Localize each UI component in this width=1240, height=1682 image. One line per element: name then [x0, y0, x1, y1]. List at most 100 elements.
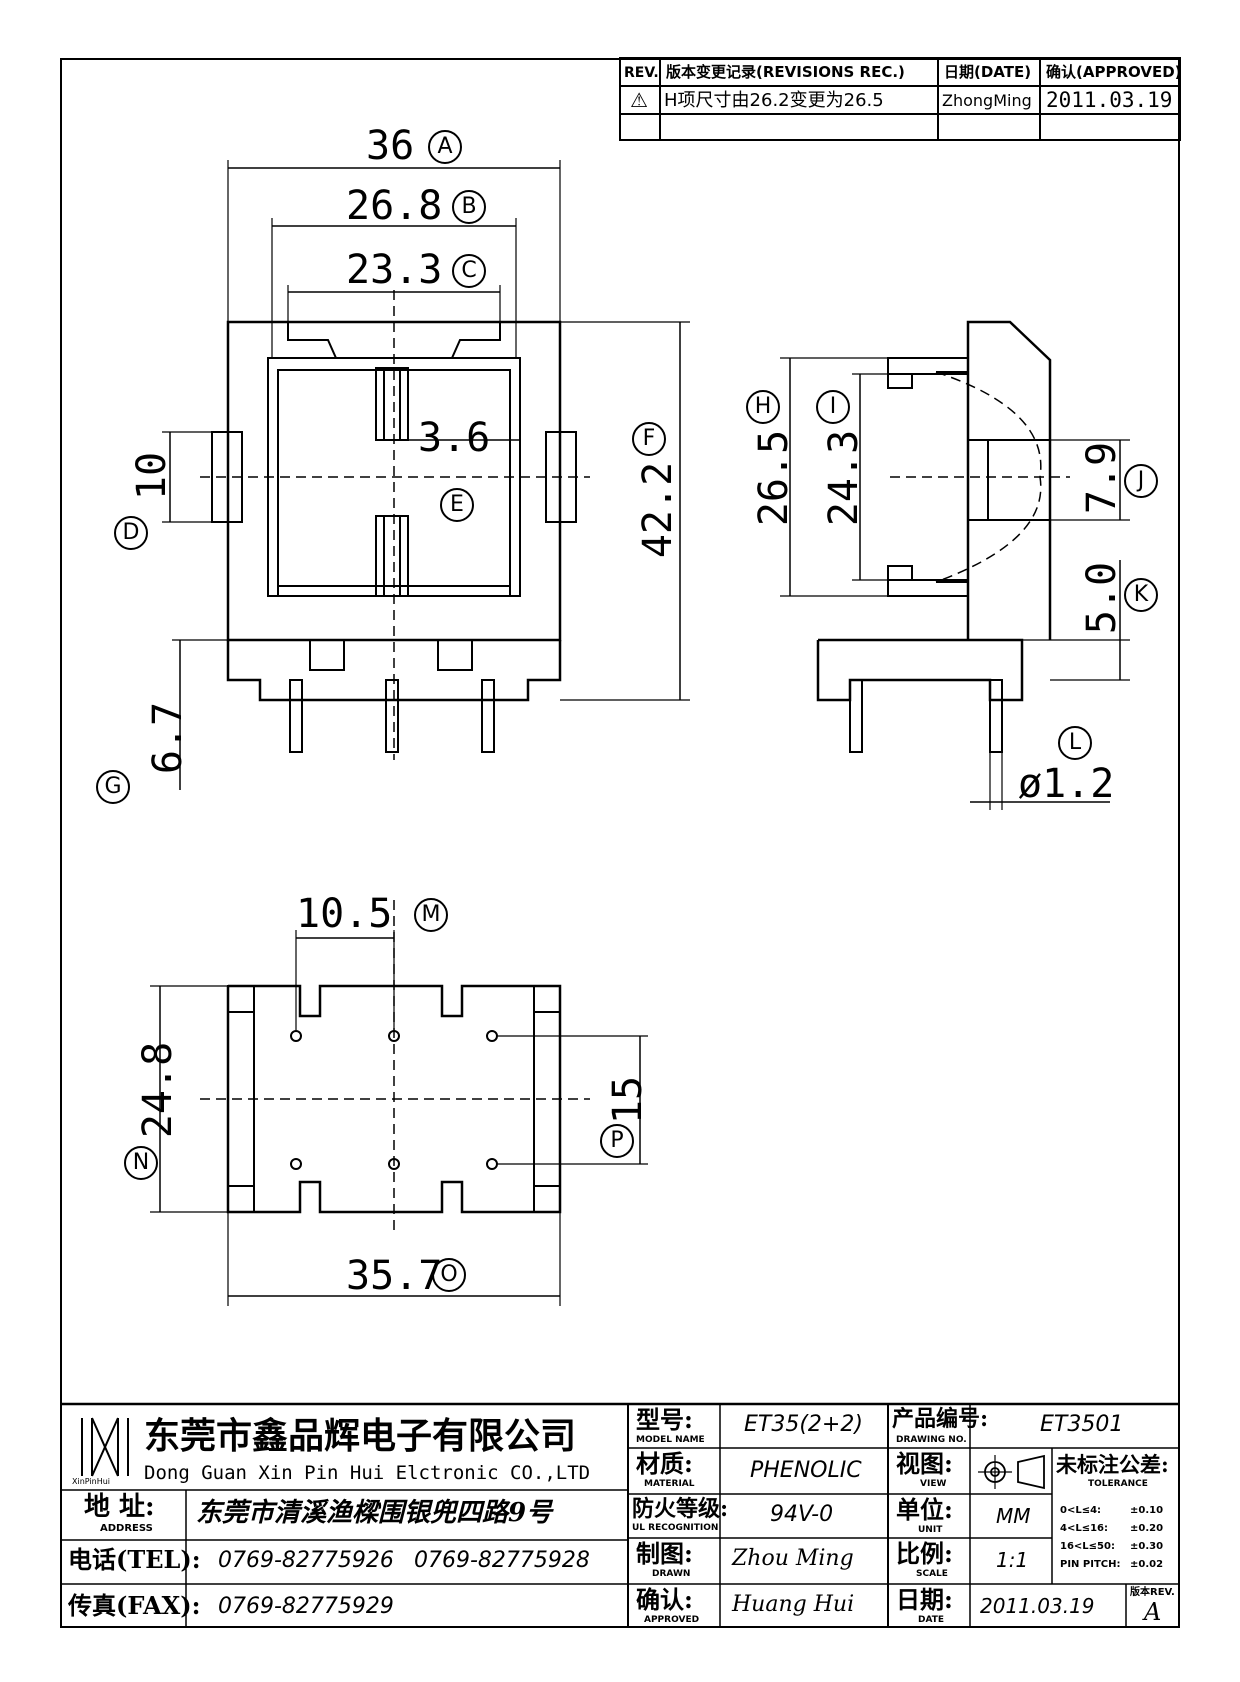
revision-record-text: H项尺寸由26.2变更为26.5 [664, 90, 884, 111]
dim-j-marker: J [1124, 464, 1158, 498]
revision-by: ZhongMing [942, 91, 1032, 110]
rev-label: 版本REV. [1130, 1587, 1175, 1598]
tolerance-range-4: PIN PITCH: [1060, 1559, 1121, 1570]
dim-d-value: 10 [129, 451, 176, 501]
dim-d-marker: D [114, 516, 148, 550]
dim-n-marker: N [124, 1146, 158, 1180]
date-label-en: DATE [918, 1615, 945, 1625]
material-value: PHENOLIC [750, 1458, 862, 1483]
projection-symbol-icon [978, 1454, 1045, 1490]
fax-number: 0769-82775929 [218, 1594, 394, 1619]
tolerance-value-4: ±0.02 [1130, 1559, 1164, 1570]
side-view [780, 320, 1130, 810]
drawn-value: Zhou Ming [732, 1546, 854, 1571]
dim-b-marker: B [452, 190, 486, 224]
bottom-view [150, 900, 648, 1306]
dim-a-marker: A [428, 130, 462, 164]
revision-date: 2011.03.19 [1046, 88, 1173, 112]
dim-b-value: 26.8 [346, 183, 443, 229]
dim-f-marker: F [632, 422, 666, 456]
unit-value: MM [996, 1504, 1031, 1528]
dim-h-marker: H [746, 390, 780, 424]
ul-value: 94V-0 [770, 1502, 834, 1527]
dim-l-marker: L [1058, 726, 1092, 760]
dim-k-value: 5.0 [1079, 561, 1126, 635]
revision-date-header: 日期(DATE) [944, 63, 1032, 81]
dim-c-marker: C [452, 254, 486, 288]
dim-g-marker: G [96, 770, 130, 804]
revision-warning-icon: ⚠ [630, 88, 648, 112]
company-name-cn: 东莞市鑫品辉电子有限公司 [144, 1415, 577, 1457]
rev-value: A [1144, 1598, 1162, 1626]
dim-p-value: 15 [605, 1075, 652, 1125]
tolerance-range-3: 16<L≤50: [1060, 1541, 1115, 1552]
front-view [162, 160, 690, 790]
model-label-en: MODEL NAME [636, 1435, 705, 1445]
tel-number-1: 0769-82775926 [218, 1548, 394, 1573]
dim-e-value: 3.6 [418, 415, 491, 461]
revisions-record-header: 版本变更记录(REVISIONS REC.) [666, 63, 905, 81]
dim-c-value: 23.3 [346, 247, 443, 293]
dim-a-value: 36 [366, 123, 415, 169]
tel-label: 电话(TEL): [68, 1545, 201, 1574]
model-label: 型号: [636, 1405, 693, 1434]
date-label: 日期: [896, 1585, 953, 1614]
rev-header: REV. [624, 65, 659, 81]
dim-m-value: 10.5 [296, 891, 393, 937]
dim-o-value: 35.7 [346, 1253, 443, 1299]
dim-e-marker: E [440, 488, 474, 522]
tolerance-label: 未标注公差: [1056, 1452, 1169, 1477]
tolerance-range-2: 4<L≤16: [1060, 1523, 1109, 1534]
date-value: 2011.03.19 [980, 1594, 1095, 1618]
title-block-lines [60, 1402, 1180, 1628]
revision-table-lines [619, 57, 1181, 141]
tolerance-value-1: ±0.10 [1130, 1505, 1164, 1516]
scale-label: 比例: [896, 1539, 953, 1568]
dim-f-value: 42.2 [635, 461, 682, 559]
view-label: 视图: [896, 1449, 953, 1478]
approved-label: 确认: [636, 1585, 693, 1614]
scale-label-en: SCALE [916, 1569, 948, 1579]
dim-i-marker: I [816, 390, 850, 424]
material-label-en: MATERIAL [644, 1479, 695, 1489]
model-value: ET35(2+2) [744, 1412, 863, 1437]
drawing-no-label-en: DRAWING NO. [896, 1435, 967, 1445]
dim-l-value: ø1.2 [1018, 761, 1115, 807]
company-name-en: Dong Guan Xin Pin Hui Elctronic CO.,LTD [144, 1462, 591, 1484]
company-address: 东莞市清溪渔樑围银兜四路9号 [196, 1498, 553, 1528]
logo-text: XinPinHui [72, 1477, 111, 1486]
tolerance-range-1: 0<L≤4: [1060, 1505, 1102, 1516]
drawing-no-label: 产品编号: [892, 1406, 989, 1432]
ul-label-en: UL RECOGNITION [632, 1523, 719, 1533]
drawn-label: 制图: [636, 1539, 693, 1568]
tolerance-label-en: TOLERANCE [1088, 1479, 1148, 1489]
drawing-no-value: ET3501 [1040, 1412, 1124, 1437]
material-label: 材质: [636, 1449, 693, 1478]
approved-value: Huang Hui [732, 1592, 855, 1617]
drawn-label-en: DRAWN [652, 1569, 691, 1579]
dim-i-value: 24.3 [821, 429, 868, 527]
scale-value: 1:1 [996, 1548, 1029, 1572]
dim-n-value: 24.8 [135, 1041, 182, 1139]
dim-h-value: 26.5 [751, 429, 798, 527]
dim-g-value: 6.7 [145, 701, 192, 775]
tel-number-2: 0769-82775928 [414, 1548, 590, 1573]
address-label-en: ADDRESS [100, 1523, 153, 1534]
tolerance-value-2: ±0.20 [1130, 1523, 1164, 1534]
view-label-en: VIEW [920, 1479, 947, 1489]
unit-label-en: UNIT [918, 1525, 943, 1535]
dim-k-marker: K [1124, 578, 1158, 612]
unit-label: 单位: [896, 1495, 953, 1524]
fax-label: 传真(FAX): [68, 1591, 201, 1620]
ul-label: 防火等级: [632, 1496, 729, 1522]
company-logo-mark [81, 1417, 129, 1477]
dim-p-marker: P [600, 1124, 634, 1158]
tolerance-value-3: ±0.30 [1130, 1541, 1164, 1552]
dim-m-marker: M [414, 898, 448, 932]
revision-approved-header: 确认(APPROVED) [1046, 63, 1182, 81]
dim-o-marker: O [432, 1258, 466, 1292]
dim-j-value: 7.9 [1079, 441, 1126, 515]
approved-label-en: APPROVED [644, 1615, 700, 1625]
address-label: 地 址: [84, 1492, 155, 1522]
